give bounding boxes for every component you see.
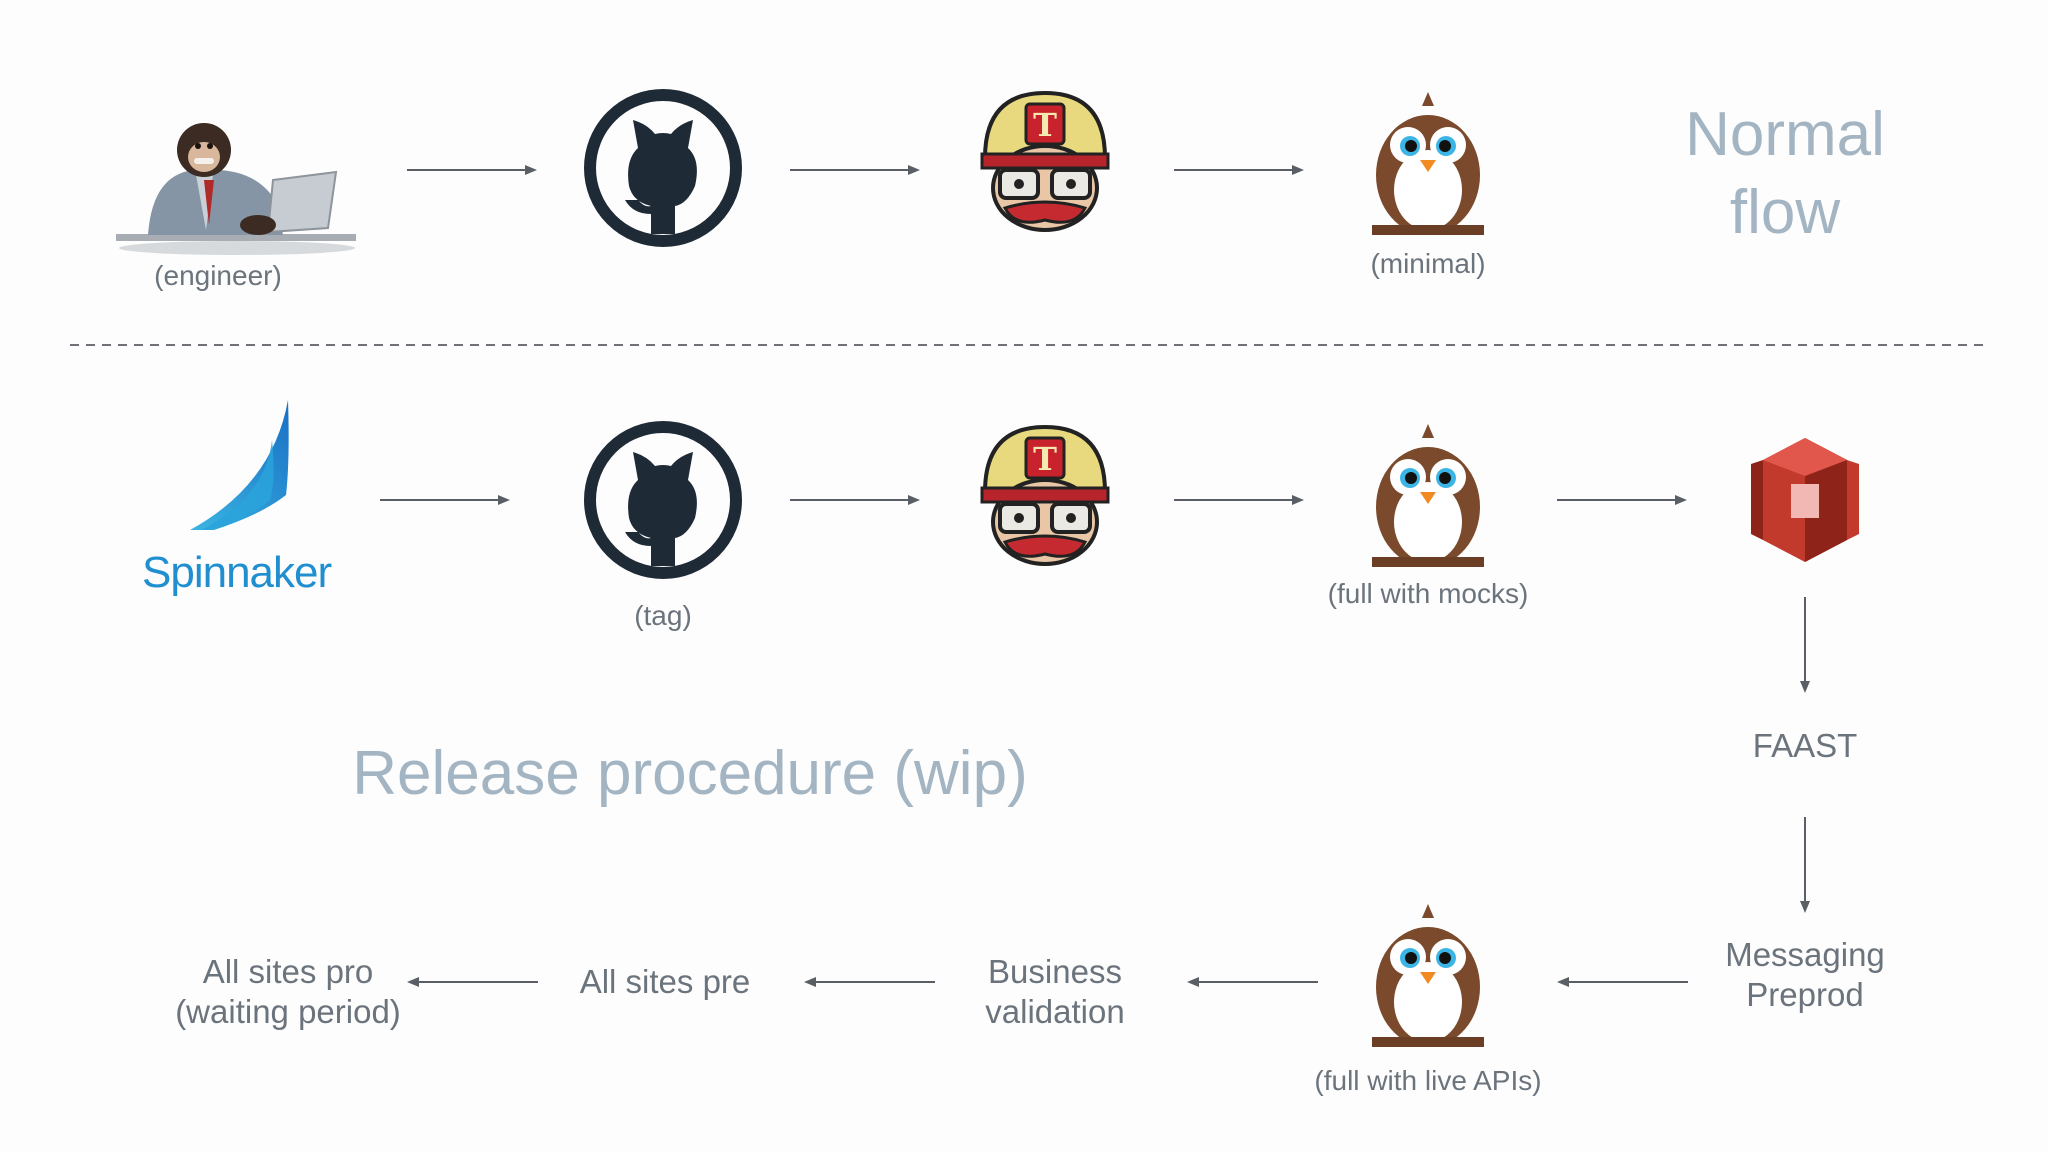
business-validation-line1: Business (988, 953, 1122, 990)
all-sites-pro-line2: (waiting period) (175, 993, 401, 1030)
business-validation-line2: validation (985, 993, 1125, 1030)
github-tag-icon (583, 420, 743, 580)
release-procedure-title: Release procedure (wip) (352, 739, 1028, 808)
normal-flow-arrow-1 (407, 165, 537, 175)
left-arrow-business-to-pre (804, 977, 935, 987)
business-validation-step: Business validation (930, 952, 1180, 1032)
down-arrow-faast-to-messaging (1800, 817, 1810, 913)
svg-text:T: T (1033, 440, 1057, 478)
owl-minimal-caption: (minimal) (1370, 248, 1486, 279)
messaging-preprod-line2: Preprod (1746, 976, 1864, 1013)
owl-mocks-caption: (full with mocks) (1327, 578, 1529, 609)
normal-flow-arrow-2 (790, 165, 920, 175)
normal-flow-title-line1: Normal (1685, 100, 1885, 169)
all-sites-pre-step: All sites pre (579, 963, 751, 1000)
owl-live-apis-caption: (full with live APIs) (1314, 1065, 1542, 1096)
down-arrow-s3-to-faast (1800, 597, 1810, 693)
messaging-preprod-line1: Messaging (1725, 936, 1885, 973)
flow-separator-dashed-line (70, 344, 1985, 346)
svg-text:T: T (1033, 106, 1057, 144)
owl-mocks-icon (1368, 422, 1488, 572)
travis-ci-icon: T (970, 88, 1120, 238)
travis-ci-release-icon: T (970, 422, 1120, 572)
left-arrow-owl-to-business (1187, 977, 1318, 987)
normal-flow-title-line2: flow (1729, 178, 1841, 247)
spinnaker-wordmark: Spinnaker (142, 548, 332, 597)
spinnaker-logo (140, 400, 340, 600)
owl-live-apis-icon (1368, 902, 1488, 1052)
left-arrow-pre-to-pro (407, 977, 538, 987)
normal-flow-title: Normal flow (1650, 96, 1920, 252)
engineer-caption: (engineer) (154, 260, 282, 291)
release-flow-arrow-3 (1174, 495, 1304, 505)
github-icon (583, 88, 743, 248)
release-flow-arrow-4 (1557, 495, 1687, 505)
left-arrow-messaging-to-owl (1557, 977, 1688, 987)
github-tag-caption: (tag) (634, 600, 692, 631)
release-flow-arrow-1 (380, 495, 510, 505)
chimpanzee-engineer-icon (108, 110, 366, 260)
aws-s3-icon (1745, 430, 1865, 570)
release-flow-arrow-2 (790, 495, 920, 505)
all-sites-pro-step: All sites pro (waiting period) (148, 952, 428, 1032)
messaging-preprod-step: Messaging Preprod (1680, 935, 1930, 1015)
normal-flow-arrow-3 (1174, 165, 1304, 175)
all-sites-pro-line1: All sites pro (202, 953, 374, 990)
faast-step: FAAST (1752, 727, 1858, 764)
owl-test-icon (1368, 90, 1488, 240)
